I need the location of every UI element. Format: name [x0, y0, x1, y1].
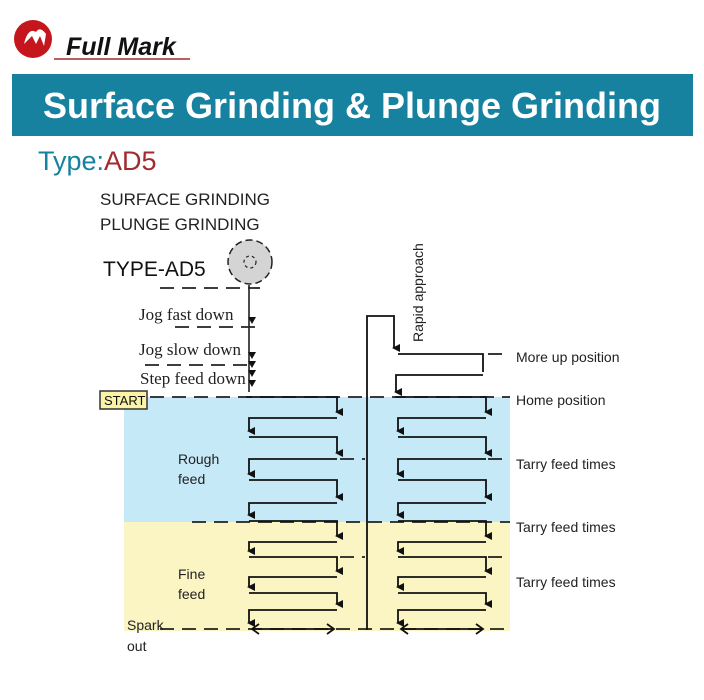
surface-feed-step [249, 479, 343, 501]
plunge-feed-step [395, 396, 492, 416]
step-jog-slow: Jog slow down [139, 340, 242, 359]
plunge-feed-step [398, 520, 492, 540]
full-mark-logo: Full Mark [14, 20, 190, 61]
page-title: Surface Grinding & Plunge Grinding [43, 85, 661, 126]
plunge-feed-step [398, 436, 492, 457]
surface-feed-step [249, 592, 343, 608]
plunge-feed-step [396, 609, 486, 627]
step-arrows [248, 317, 256, 387]
step-arrow-icon [248, 380, 256, 387]
heading-surface: SURFACE GRINDING [100, 190, 270, 209]
plunge-feed-step [398, 556, 492, 575]
spark-out-arrow-icon [399, 623, 485, 635]
step-arrow-icon [248, 361, 256, 368]
plunge-feed-step [396, 458, 486, 478]
fine-label-2: feed [178, 586, 205, 602]
label-more-up: More up position [516, 349, 620, 365]
feed-zigzags [246, 396, 492, 635]
step-arrow-icon [248, 317, 256, 324]
fine-label-1: Fine [178, 566, 205, 582]
step-arrow-icon [248, 352, 256, 359]
surface-feed-step [249, 556, 343, 575]
surface-feed-step [247, 576, 337, 591]
step-jog-fast: Jog fast down [139, 305, 234, 324]
logo-emblem-icon [14, 20, 52, 58]
spark-label-1: Spark [127, 617, 165, 633]
label-home: Home position [516, 392, 606, 408]
surface-feed-step [247, 458, 337, 478]
plunge-feed-step [398, 479, 492, 501]
surface-feed-step [249, 520, 343, 540]
start-label: START [104, 393, 145, 408]
surface-feed-step [249, 436, 343, 457]
label-tarry-2: Tarry feed times [516, 519, 616, 535]
label-tarry-1: Tarry feed times [516, 456, 616, 472]
plunge-feed-step [398, 592, 492, 608]
step-feed-down: Step feed down [140, 369, 246, 388]
grinding-wheel-icon [227, 239, 273, 285]
title-bar [12, 74, 693, 136]
plunge-feed-step [396, 502, 486, 519]
logo-text: Full Mark [66, 33, 177, 61]
plunge-feed-step [396, 417, 486, 435]
surface-feed-step [247, 502, 337, 519]
surface-feed-step [246, 396, 343, 416]
step-arrow-icon [248, 370, 256, 377]
spark-label-2: out [127, 638, 147, 654]
start-badge: START [99, 390, 148, 410]
approach-zigzag [396, 353, 484, 392]
surface-feed-step [247, 609, 337, 627]
rough-label-2: feed [178, 471, 205, 487]
heading-plunge: PLUNGE GRINDING [100, 215, 260, 234]
rough-label-1: Rough [178, 451, 219, 467]
spark-out-arrow-icon [250, 623, 336, 635]
plunge-feed-step [396, 541, 486, 555]
surface-feed-step [247, 417, 337, 435]
plunge-feed-step [396, 576, 486, 591]
type-label: Type:AD5 [38, 146, 157, 176]
label-tarry-3: Tarry feed times [516, 574, 616, 590]
type-name: TYPE-AD5 [103, 258, 206, 281]
type-prefix: Type: [38, 146, 104, 176]
rapid-approach-path [366, 315, 400, 630]
surface-feed-step [247, 541, 337, 555]
type-model: AD5 [104, 146, 157, 176]
rapid-approach-label: Rapid approach [410, 243, 426, 342]
